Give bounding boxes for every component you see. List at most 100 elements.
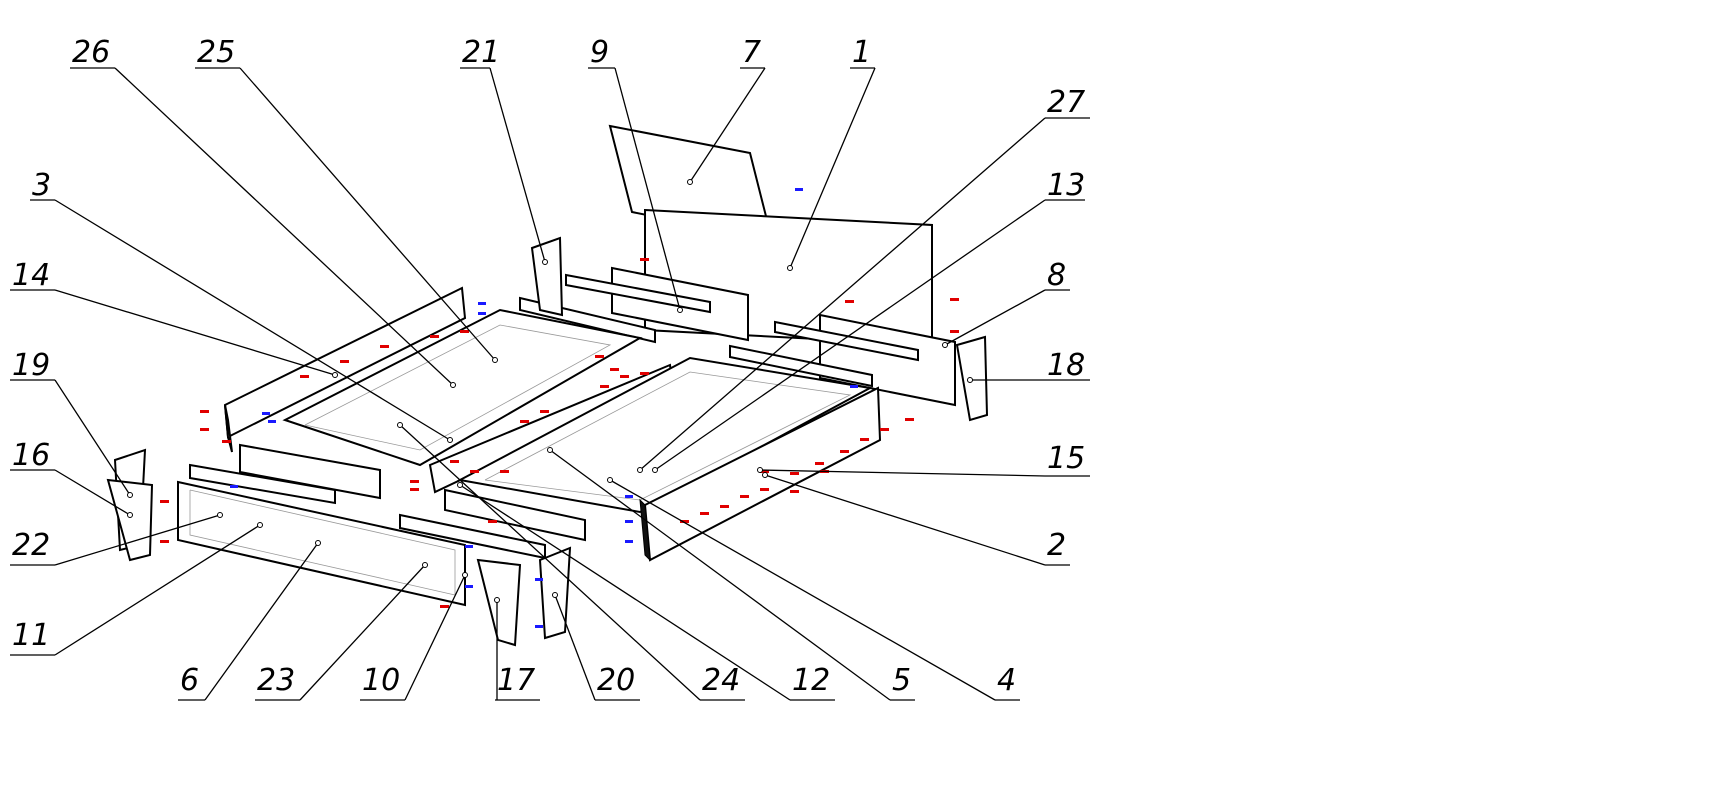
callout-number: 9 <box>590 35 609 70</box>
part-side-15-edge <box>639 498 651 562</box>
callout-number: 18 <box>1047 348 1085 383</box>
callout-number: 12 <box>792 663 830 698</box>
leader-line <box>54 524 261 656</box>
callout-number: 19 <box>12 348 50 383</box>
fastener-red <box>610 368 619 371</box>
callout-2: 2 <box>762 472 1070 566</box>
fastener-red <box>450 460 459 463</box>
leader-line <box>114 67 454 386</box>
fastener-red <box>160 500 169 503</box>
leader-line <box>609 479 996 701</box>
part-base-left <box>282 308 643 467</box>
fastener-red <box>440 605 449 608</box>
base-left-frame <box>304 324 612 451</box>
callout-21: 21 <box>460 35 548 265</box>
leader-line <box>459 484 791 701</box>
leader-dot <box>315 540 321 546</box>
callout-18: 18 <box>967 348 1090 383</box>
leader-line <box>54 514 221 566</box>
leader-line <box>764 474 1046 566</box>
fastener-red <box>905 418 914 421</box>
fastener-blue <box>535 578 543 581</box>
fastener-blue <box>795 188 803 191</box>
callout-22: 22 <box>10 512 223 566</box>
callout-number: 16 <box>12 438 50 473</box>
leader-line <box>614 67 681 311</box>
fastener-red <box>380 345 389 348</box>
callout-number: 2 <box>1047 528 1066 563</box>
leader-dot <box>457 482 463 488</box>
leader-dot <box>967 377 973 383</box>
fastener-red <box>340 360 349 363</box>
fastener-red <box>430 335 439 338</box>
fastener-red <box>410 488 419 491</box>
callout-16: 16 <box>10 438 133 518</box>
leader-dot <box>547 447 553 453</box>
leader-dot <box>450 382 456 388</box>
fastener-red <box>700 512 709 515</box>
callout-9: 9 <box>588 35 683 313</box>
callout-number: 8 <box>1047 258 1066 293</box>
callout-24: 24 <box>397 422 745 701</box>
callout-number: 6 <box>180 663 199 698</box>
part-slat-24 <box>444 488 586 542</box>
callout-number: 23 <box>257 663 295 698</box>
fastener-red <box>760 470 769 473</box>
part-base-right <box>456 356 874 514</box>
leader-line <box>554 594 596 701</box>
callout-10: 10 <box>360 572 468 701</box>
leader-line <box>639 117 1046 471</box>
fastener-red <box>790 472 799 475</box>
fastener-blue <box>268 420 276 423</box>
callout-23: 23 <box>255 562 428 701</box>
leader-line <box>54 379 131 496</box>
callout-20: 20 <box>552 592 640 701</box>
callout-number: 25 <box>197 35 235 70</box>
part-leg-16 <box>106 478 154 562</box>
fastener-blue <box>625 520 633 523</box>
fastener-red <box>640 372 649 375</box>
fastener-blue <box>850 385 858 388</box>
leader-dot <box>127 512 133 518</box>
leader-line <box>654 199 1046 471</box>
part-slat-9 <box>565 273 711 314</box>
fastener-red <box>640 258 649 261</box>
leader-line <box>944 289 1046 346</box>
leader-dot <box>494 597 500 603</box>
leader-dot <box>687 179 693 185</box>
callout-6: 6 <box>178 540 321 701</box>
leader-dot <box>447 437 453 443</box>
fastener-red <box>790 490 799 493</box>
fastener-blue <box>535 625 543 628</box>
part-front-rail-left <box>239 443 381 500</box>
callout-number: 17 <box>497 663 535 698</box>
leader-dot <box>942 342 948 348</box>
fastener-red <box>880 428 889 431</box>
fastener-red <box>470 470 479 473</box>
leader-dot <box>762 472 768 478</box>
callout-number: 11 <box>12 618 50 653</box>
fastener-blue <box>625 495 633 498</box>
fastener-blue <box>478 312 486 315</box>
fastener-red <box>500 470 509 473</box>
leader-line <box>549 449 891 701</box>
callout-number: 4 <box>997 663 1016 698</box>
callout-27: 27 <box>637 85 1090 473</box>
leader-dot <box>542 259 548 265</box>
callout-4: 4 <box>607 477 1020 701</box>
fastener-red <box>600 385 609 388</box>
callout-5: 5 <box>547 447 915 701</box>
callout-number: 27 <box>1047 85 1085 120</box>
callout-17: 17 <box>494 597 540 701</box>
leader-line <box>299 564 426 701</box>
part-front-panel <box>177 480 466 607</box>
callout-12: 12 <box>457 482 835 701</box>
leader-dot <box>677 307 683 313</box>
fastener-red <box>720 505 729 508</box>
leader-dot <box>787 265 793 271</box>
fastener-red <box>540 410 549 413</box>
callout-number: 5 <box>892 663 911 698</box>
fastener-red <box>300 375 309 378</box>
